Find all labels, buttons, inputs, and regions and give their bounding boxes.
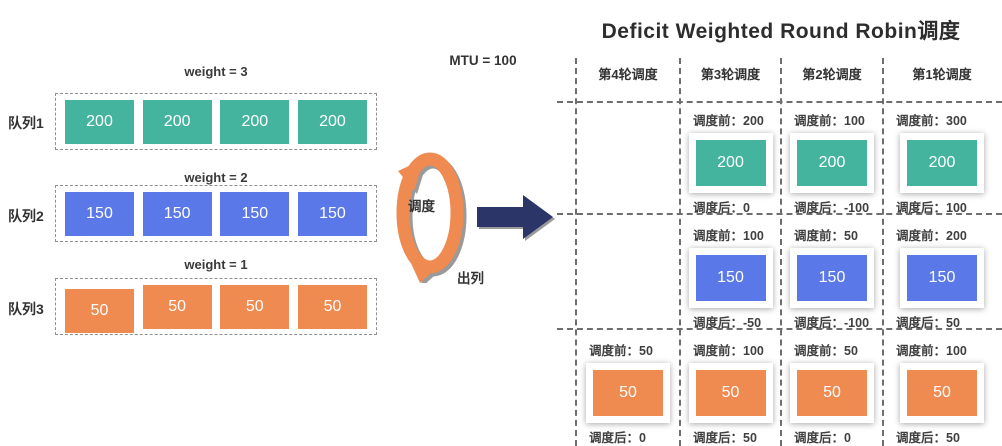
dequeue-label: 出列 [457, 271, 484, 286]
queue3-label: 队列3 [8, 301, 44, 317]
round3-header: 第3轮调度 [700, 67, 761, 82]
deficit-before: 调度前：100 [794, 114, 865, 128]
packet: 200 [297, 99, 367, 144]
cell-q3-round3: 调度前：100 50 调度后：50 [681, 331, 780, 446]
queue2-label: 队列2 [8, 208, 44, 224]
packet: 150 [142, 191, 212, 236]
cell-q1-round3: 调度前：200 200 调度后：0 [681, 101, 780, 216]
round4-header: 第4轮调度 [598, 67, 658, 82]
packet: 150 [297, 191, 367, 236]
queue3-weight-label: weight = 1 [184, 257, 248, 272]
deficit-before: 调度前：50 [794, 229, 858, 243]
deficit-before: 调度前：100 [896, 344, 967, 358]
packet: 50 [142, 284, 212, 329]
packet-frame: 150 [790, 248, 874, 308]
right-block-arrow-icon [477, 195, 553, 239]
packet: 150 [65, 191, 134, 236]
queue2-weight-label: weight = 2 [184, 170, 248, 185]
packet: 150 [220, 191, 290, 236]
deficit-after: 调度后：-100 [794, 201, 870, 215]
packet-frame: 200 [790, 133, 874, 193]
queue2-packet-list: 150 150 150 150 [55, 185, 377, 242]
packet: 200 [907, 140, 977, 186]
grid-vline [575, 58, 577, 446]
packet: 50 [297, 284, 367, 329]
grid-vline [882, 58, 884, 446]
packet-frame: 50 [688, 363, 773, 423]
packet: 50 [65, 288, 134, 333]
packet-frame: 200 [900, 133, 984, 193]
queue1-label: 队列1 [8, 115, 44, 131]
deficit-before: 调度前：50 [589, 344, 653, 358]
deficit-after: 调度后：50 [896, 431, 960, 445]
deficit-after: 调度后：0 [693, 201, 750, 215]
deficit-before: 调度前：100 [693, 344, 764, 358]
cell-q2-round3: 调度前：100 150 调度后：-50 [681, 216, 780, 331]
deficit-before: 调度前：50 [794, 344, 858, 358]
cell-q1-round2: 调度前：100 200 调度后：-100 [782, 101, 882, 216]
queue1-weight-label: weight = 3 [184, 64, 248, 79]
packet: 50 [593, 370, 663, 416]
schedule-label: 调度 [408, 199, 435, 214]
deficit-after: 调度后：0 [794, 431, 851, 445]
cell-q2-round1: 调度前：200 150 调度后：50 [884, 216, 1000, 331]
diagram-title: Deficit Weighted Round Robin调度 [601, 20, 961, 43]
packet: 50 [797, 370, 867, 416]
packet: 150 [695, 255, 766, 301]
packet: 200 [695, 140, 766, 186]
deficit-after: 调度后：-50 [693, 316, 762, 330]
deficit-after: 调度后：50 [896, 316, 960, 330]
cell-q3-round4: 调度前：50 50 调度后：0 [577, 331, 679, 446]
round2-header: 第2轮调度 [802, 67, 862, 82]
packet: 200 [220, 99, 290, 144]
deficit-before: 调度前：100 [693, 229, 764, 243]
cell-q2-round2: 调度前：50 150 调度后：-100 [782, 216, 882, 331]
packet-frame: 50 [586, 363, 670, 423]
queue3-packet-list: 50 50 50 50 [55, 278, 377, 335]
packet: 50 [695, 370, 766, 416]
packet-frame: 200 [688, 133, 773, 193]
packet: 200 [797, 140, 867, 186]
packet: 150 [907, 255, 977, 301]
deficit-before: 调度前：300 [896, 114, 967, 128]
cell-q1-round1: 调度前：300 200 调度后：100 [884, 101, 1000, 216]
packet: 150 [797, 255, 867, 301]
grid-hline [557, 101, 1002, 103]
packet: 50 [907, 370, 977, 416]
grid-hline [557, 328, 1002, 330]
round1-header: 第1轮调度 [912, 67, 972, 82]
deficit-after: 调度后：-100 [794, 316, 870, 330]
deficit-before: 调度前：200 [693, 114, 764, 128]
packet: 200 [65, 99, 134, 144]
cell-q3-round2: 调度前：50 50 调度后：0 [782, 331, 882, 446]
cell-q3-round1: 调度前：100 50 调度后：50 [884, 331, 1000, 446]
grid-hline [557, 213, 1002, 215]
packet-frame: 150 [900, 248, 984, 308]
grid-vline [780, 58, 782, 446]
packet-frame: 50 [790, 363, 874, 423]
deficit-after: 调度后：0 [589, 431, 646, 445]
cycle-arrows-icon [396, 152, 464, 283]
packet-frame: 50 [900, 363, 984, 423]
packet-frame: 150 [688, 248, 773, 308]
packet: 200 [142, 99, 212, 144]
grid-vline [679, 58, 681, 446]
deficit-before: 调度前：200 [896, 229, 967, 243]
queue1-packet-list: 200 200 200 200 [55, 93, 377, 150]
packet: 50 [220, 284, 290, 329]
deficit-after: 调度后：100 [896, 201, 967, 215]
mtu-label: MTU = 100 [449, 53, 517, 68]
deficit-after: 调度后：50 [693, 431, 757, 445]
